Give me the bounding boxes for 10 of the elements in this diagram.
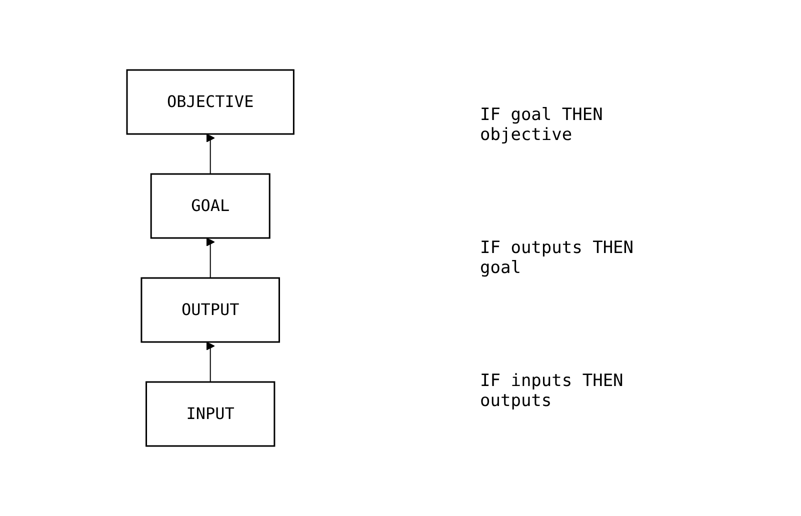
node-box: OBJECTIVE — [126, 69, 294, 135]
arrow — [206, 238, 214, 278]
arrow — [206, 134, 214, 174]
node-box: INPUT — [145, 381, 275, 447]
node-box: GOAL — [150, 173, 270, 239]
rule-text: IF inputs THEN outputs — [480, 371, 624, 412]
rule-text: IF goal THEN objective — [480, 104, 604, 145]
node-box: OUTPUT — [140, 277, 280, 343]
rule-text: IF outputs THEN goal — [480, 238, 635, 278]
arrow — [206, 342, 214, 382]
